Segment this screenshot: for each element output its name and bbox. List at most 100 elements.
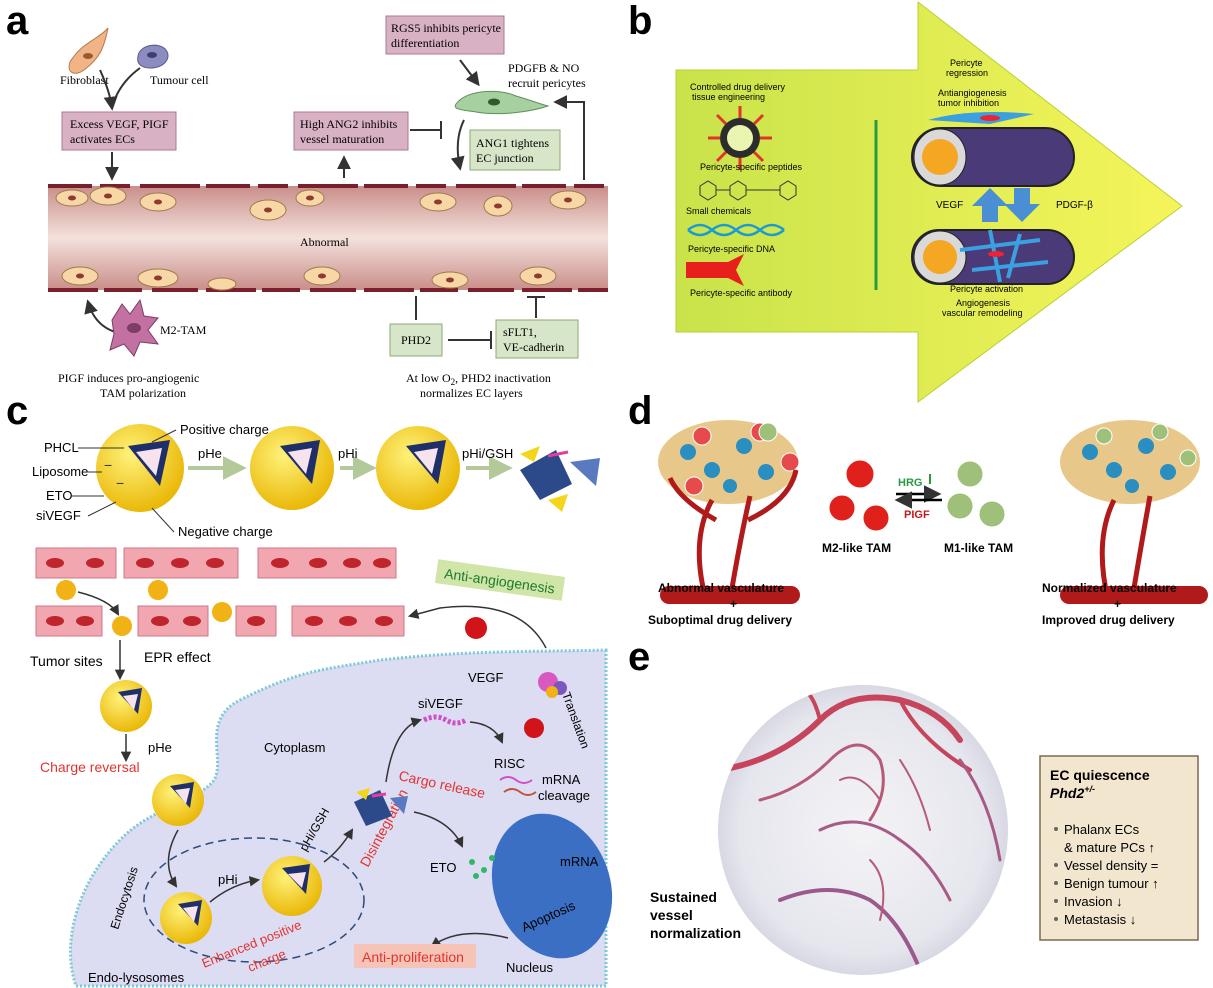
mrna-cleavage-line-2: cleavage [538,788,590,803]
vessel-abnormal-label: Abnormal [300,235,349,249]
phi-2-label: pHi [218,872,238,887]
fibroblast-cell-icon [68,27,109,74]
anti-proliferation-tag [354,944,476,968]
panel-letter-b: b [628,0,652,43]
drug-delivery-line-1: Controlled drug delivery [690,82,786,92]
endo-lysosome [143,837,365,963]
liposome-particle-3 [376,426,460,510]
anti-proliferation-label: Anti-proliferation [362,949,464,965]
regression-line-1: Pericyte [950,58,983,68]
sflt1-line-2: VE-cadherin [503,340,564,354]
liposome-particle-6 [160,892,212,944]
abnormal-line-1: Abnormal vasculature [658,581,784,595]
sustained-line-2: vessel [650,907,693,923]
eto-mid-label: ETO [430,860,457,875]
regression-line-2: regression [946,68,988,78]
vegf-label-b: VEGF [936,200,963,211]
ribosome-icon [538,672,567,698]
bullet-4: Invasion ↓ [1064,894,1123,909]
panel-letter-e: e [628,635,650,679]
vegf-box [61,111,177,151]
small-chemical-structure-icon [699,180,797,201]
liposome-particle-5 [152,774,204,826]
vegf-box-line-2: activates ECs [70,132,135,146]
phi-1-label: pHi [338,446,358,461]
antibody-label: Pericyte-specific antibody [690,288,793,298]
ang1-box [469,129,561,171]
tumor-sites-label: Tumor sites [30,653,103,669]
bullet-1b: & mature PCs ↑ [1064,840,1155,855]
nanoparticle-icon [708,106,772,170]
sflt1-line-1: sFLT1, [503,325,537,339]
angiogenesis-line-1: Angiogenesis [956,298,1011,308]
ang2-box [293,111,409,151]
rgs5-line-2: differentiation [391,36,459,50]
endothelial-layer [35,547,405,637]
down-arrow [1004,188,1040,222]
charge-reversal-label: Charge reversal [40,759,140,775]
box-title: EC quiescence [1050,767,1150,783]
quiescence-bullets: Phalanx ECs & mature PCs ↑ Vessel densit… [1054,822,1159,927]
phd2-label: PHD2 [401,333,431,347]
big-green-arrow [675,0,1183,403]
svg-text:−: − [104,457,112,473]
small-chem-label: Small chemicals [686,206,752,216]
mrna-label: mRNA [560,854,599,869]
ang1-line-2: EC junction [476,151,534,165]
vegf-c-label: VEGF [468,670,503,685]
hrg-label: HRG [898,477,922,489]
dna-label: Pericyte-specific DNA [688,244,775,254]
antibody-icon [686,254,744,286]
pdgf-label: PDGF-β [1056,200,1093,211]
ang2-line-2: vessel maturation [300,132,384,146]
rgs5-line-1: RGS5 inhibits pericyte [391,21,501,35]
ang2-line-1: High ANG2 inhibits [300,117,398,131]
phi-gsh-1-label: pHi/GSH [462,446,513,461]
bullet-1: Phalanx ECs [1064,822,1140,837]
panel-c: c −− PHCL Liposome ETO siVEGF Positive c… [6,389,613,988]
liposome-particle-4 [100,680,152,732]
phe-1-label: pHe [198,446,222,461]
negative-charge-label: Negative charge [178,524,273,539]
normalized-vessel-circle [718,685,1008,975]
sustained-line-3: normalization [650,925,741,941]
abnormal-line-2: + [730,597,737,611]
low-o2-caption-line-1: At low O2, PHD2 inactivation [406,371,551,387]
panel-d: d Abnormal vasculature + Suboptimal drug… [628,389,1208,627]
panel-e: e Sustained vessel normalization EC quie… [628,635,1199,975]
m1-like-label: M1-like TAM [944,541,1013,555]
abnormal-tumour-vasculature [658,420,800,604]
antiangio-line-1: Antiangiogenesis [938,88,1007,98]
peptides-label: Pericyte-specific peptides [700,162,803,172]
activation-label: Pericyte activation [950,284,1023,294]
vegf-box-line-1: Excess VEGF, PIGF [70,117,169,131]
normalized-tumour-vasculature [1060,420,1208,604]
phcl-label: PHCL [44,440,79,455]
pdgfb-line-2: recruit pericytes [508,76,586,90]
nucleus [491,813,613,959]
panel-letter-a: a [6,0,29,43]
normalized-line-3: Improved drug delivery [1042,613,1175,627]
abnormal-line-3: Suboptimal drug delivery [648,613,792,627]
disintegrated-particle-1 [520,446,600,512]
liposome-label: Liposome [32,464,88,479]
eto-top-label: ETO [46,488,73,503]
dna-helix-icon [687,223,785,237]
disintegrated-particle-2 [354,788,408,826]
low-o2-caption-line-2: normalizes EC layers [420,386,523,400]
liposome-particle-2 [250,426,334,510]
panel-letter-c: c [6,389,28,433]
liposome-particle-7 [262,856,322,916]
bullet-5: Metastasis ↓ [1064,912,1136,927]
phd2-box [389,323,443,357]
sustained-line-1: Sustained [650,889,717,905]
rgs5-box [385,15,505,55]
m2-tam-label: M2-TAM [160,323,207,337]
panel-a: a Fibroblast Tumour cell Excess VEGF, PI… [6,0,608,400]
risc-label: RISC [494,756,525,771]
drug-delivery-line-2: tissue engineering [692,92,765,102]
epr-effect-label: EPR effect [144,649,211,665]
panel-letter-d: d [628,389,652,433]
pigf-caption-line-1: PIGF induces pro-angiogenic [58,371,199,385]
